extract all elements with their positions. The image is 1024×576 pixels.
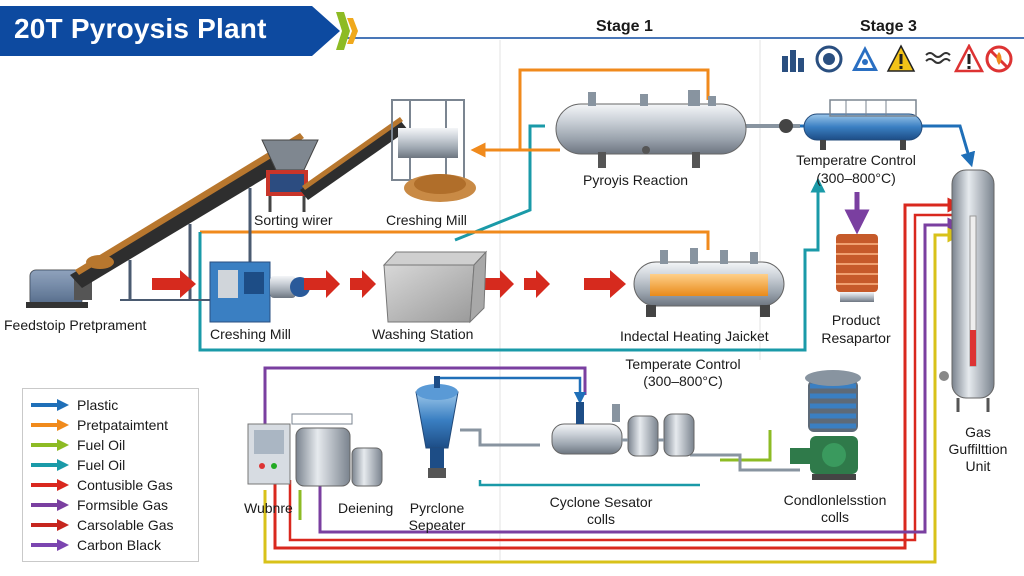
temperature-control-unit [779, 99, 923, 150]
deiening-label: Deiening [338, 500, 394, 516]
washing-station [382, 250, 488, 324]
toxic-warning-icon [954, 44, 984, 73]
cyclone-label-1: Cyclone Sesator [549, 494, 653, 510]
legend-item: Carbon Black [29, 535, 194, 555]
gas-purification-column [939, 169, 995, 412]
temperature-control-mid-label: Temperate Control [625, 356, 741, 372]
crushing-mill-top-label: Creshing Mill [386, 212, 467, 228]
legend-label: Fuel Oil [77, 457, 126, 473]
gas-unit-label-2: Guffilttion [948, 441, 1008, 457]
chevron-icon [336, 12, 350, 50]
legend-arrow-icon [31, 499, 69, 511]
wubnre-label: Wubnre [244, 500, 293, 516]
separator-coils [551, 402, 695, 457]
legend-label: Pretpataimtent [77, 417, 169, 433]
feed-motor [26, 269, 92, 308]
pyrclone-label-2: Sepeater [408, 517, 466, 533]
gas-unit-label-3: Unit [965, 458, 991, 474]
legend-arrow-icon [31, 519, 69, 531]
crushing-mill-mid-label: Creshing Mill [210, 326, 291, 342]
hazard-icon-row [774, 44, 1014, 94]
temperature-range-mid-label: (300–800°C) [643, 373, 723, 389]
stage-3-label: Stage 3 [860, 18, 917, 35]
condensation-label-2: colls [820, 509, 849, 525]
washing-station-label: Washing Station [372, 326, 474, 342]
no-fire-icon [815, 45, 843, 73]
legend-label: Carsolable Gas [77, 517, 174, 533]
page-title: 20T Pyroysis Plant [14, 13, 267, 44]
legend-item: Fuel Oil [29, 435, 194, 455]
separator-label: Resapartor [821, 330, 891, 346]
no-flame-icon [985, 45, 1013, 73]
legend-label: Formsible Gas [77, 497, 169, 513]
condensation-label-1: Condlonlelsstion [783, 492, 887, 508]
cyclone-separator [415, 376, 459, 478]
pyrclone-label-1: Pyrclone [409, 500, 465, 516]
sorting-label: Sorting wirer [254, 212, 333, 228]
caution-warning-icon [886, 44, 916, 72]
chevron-icon [347, 18, 358, 44]
reaction-vessel [555, 90, 747, 168]
temperature-control-top-label: Temperatre Control [796, 152, 916, 168]
temperature-range-top-label: (300–800°C) [816, 170, 896, 186]
vapor-icon [925, 52, 951, 64]
product-label: Product [831, 312, 881, 328]
legend-arrow-icon [31, 539, 69, 551]
legend-item: Contusible Gas [29, 475, 194, 495]
heating-jacket-tank [633, 248, 785, 317]
legend-arrow-icon [31, 479, 69, 491]
cyclone-label-2: colls [586, 511, 615, 527]
legend-arrow-icon [31, 459, 69, 471]
legend-item: Pretpataimtent [29, 415, 194, 435]
legend-item: Formsible Gas [29, 495, 194, 515]
crushing-mill-mid [209, 261, 310, 323]
crushing-mill-top [391, 99, 476, 202]
legend-arrow-icon [31, 399, 69, 411]
legend-label: Contusible Gas [77, 477, 173, 493]
hazard-factory-icon [782, 50, 804, 72]
legend-arrow-icon [31, 439, 69, 451]
flammable-warning-icon [852, 46, 878, 71]
sorting-hopper [261, 139, 319, 212]
legend-label: Fuel Oil [77, 437, 126, 453]
heating-jacket-label: Indectal Heating Jaicket [620, 328, 769, 344]
title-banner [0, 6, 340, 56]
feedstock-label: Feedstoip Pretprament [4, 317, 147, 333]
legend-item: Carsolable Gas [29, 515, 194, 535]
legend: Plastic Pretpataimtent Fuel Oil Fuel Oil… [22, 388, 199, 562]
condensation-unit [790, 370, 861, 480]
legend-item: Fuel Oil [29, 455, 194, 475]
control-panels [247, 413, 383, 487]
legend-item: Plastic [29, 395, 194, 415]
legend-label: Carbon Black [77, 537, 162, 553]
gas-unit-label-1: Gas [965, 424, 991, 440]
stage-1-label: Stage 1 [596, 18, 653, 35]
product-separator [836, 234, 878, 302]
legend-arrow-icon [31, 419, 69, 431]
legend-label: Plastic [77, 397, 119, 413]
reaction-label: Pyroyis Reaction [583, 172, 689, 188]
